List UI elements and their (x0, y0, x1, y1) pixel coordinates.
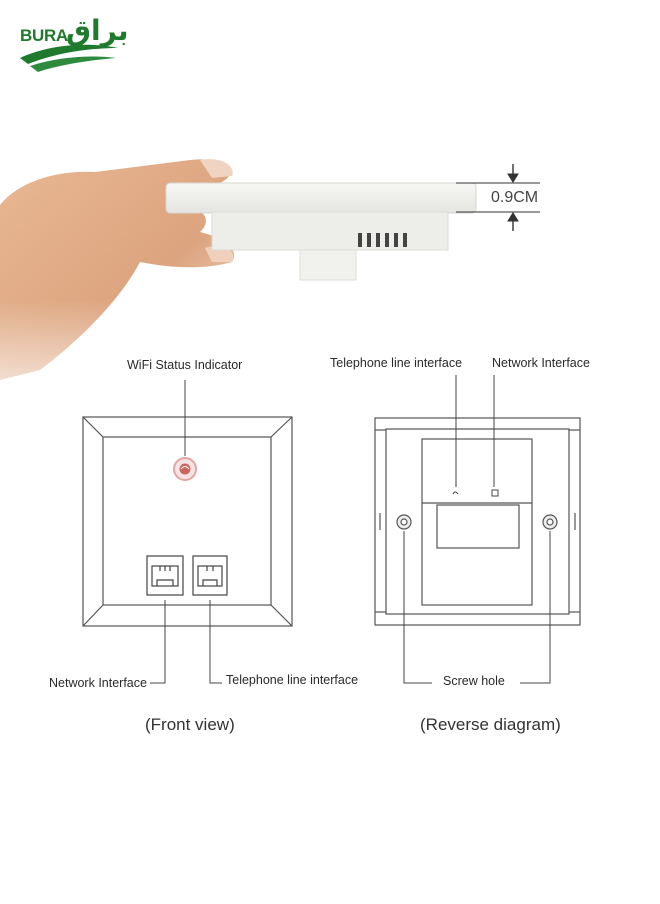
front-view-caption: (Front view) (145, 715, 235, 734)
brand-logo-swoosh (20, 44, 118, 72)
thickness-label: 0.9CM (491, 189, 539, 206)
front-network-interface-label: Network Interface (49, 676, 147, 690)
wifi-status-led (173, 457, 197, 481)
hand-holding-device (0, 159, 260, 430)
screw-hole-label: Screw hole (443, 674, 505, 688)
brand-logo-arabic: براق (66, 14, 129, 47)
reverse-leader-lines (403, 375, 551, 684)
thickness-dimension (456, 164, 540, 231)
reverse-screw-holes (396, 514, 558, 530)
device-side-view (165, 182, 477, 281)
front-telephone-interface-label: Telephone line interface (226, 673, 359, 687)
front-view-panel (82, 416, 293, 627)
wifi-status-indicator-label: WiFi Status Indicator (127, 358, 243, 372)
front-telephone-port (192, 555, 228, 596)
reverse-port-marks (452, 489, 499, 497)
front-leader-lines (150, 380, 222, 684)
reverse-diagram-caption: (Reverse diagram) (420, 715, 561, 734)
brand-logo-text: BURA (20, 26, 68, 45)
front-network-port (146, 555, 184, 596)
reverse-telephone-interface-label: Telephone line interface (330, 356, 463, 370)
reverse-network-interface-label: Network Interface (492, 356, 590, 370)
